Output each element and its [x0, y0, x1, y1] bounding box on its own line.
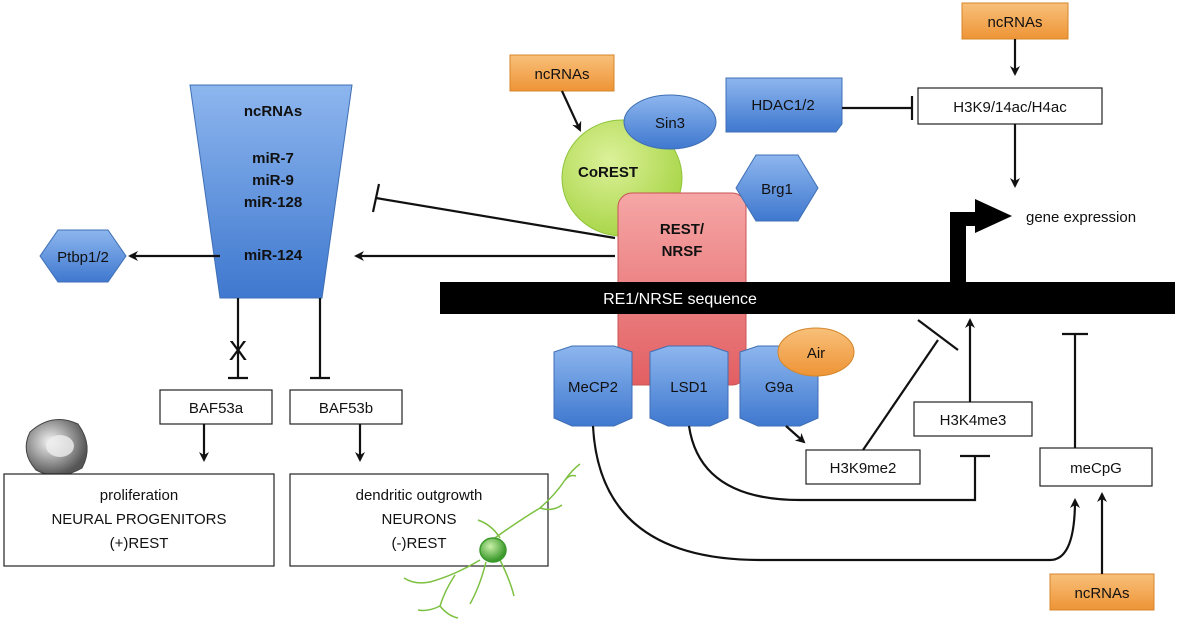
- rest-label-line-1: REST/: [660, 221, 705, 238]
- mir-7-label: miR-7: [252, 150, 294, 167]
- ncrna-top-label: ncRNAs: [987, 14, 1042, 31]
- g9a-label: G9a: [765, 379, 794, 396]
- baf53b-box: BAF53b: [289, 389, 403, 425]
- mir-9-label: miR-9: [252, 172, 294, 189]
- mir-128-label: miR-128: [244, 194, 302, 211]
- mir-124-label: miR-124: [244, 247, 303, 264]
- inhibit-h3k9me2-bar: [917, 319, 959, 351]
- arrow-mecp2-to-mecpg: [591, 425, 1080, 562]
- gene-expression-label: gene expression: [1026, 209, 1136, 226]
- ncrna-box-left: ncRNAs: [509, 54, 615, 92]
- h3k9me2-label: H3K9me2: [830, 460, 897, 477]
- h3k4me3-label: H3K4me3: [940, 412, 1007, 429]
- inhibit-lsd1-h3k4me3-line: [687, 425, 977, 502]
- h3k9me2-box: H3K9me2: [805, 449, 921, 485]
- mecp2-label: MeCP2: [568, 379, 618, 396]
- neurons-line-3: (-)REST: [392, 535, 447, 552]
- air-ellipse: Air: [777, 327, 855, 377]
- mecpg-box: meCpG: [1039, 447, 1153, 487]
- arrow-g9a-to-h3k9me2: [785, 425, 806, 444]
- neurons-box: dendritic outgrowth NEURONS (-)REST: [289, 473, 549, 567]
- brg1-hexagon: Brg1: [735, 154, 819, 222]
- inhibit-h3k9me2-line: [862, 339, 939, 451]
- inhibit-funnel-bar: [371, 183, 381, 213]
- inhibit-funnel-line: [375, 196, 616, 240]
- mecpg-label: meCpG: [1070, 460, 1122, 477]
- baf53a-label: BAF53a: [189, 400, 244, 417]
- lsd1-label: LSD1: [670, 379, 708, 396]
- dna-label: RE1/NRSE sequence: [603, 291, 757, 308]
- h3k9ac-label: H3K9/14ac/H4ac: [953, 99, 1067, 116]
- hdac-label: HDAC1/2: [751, 97, 814, 114]
- arrow-ncrna-to-corest: [561, 90, 582, 132]
- baf53b-label: BAF53b: [319, 400, 373, 417]
- corest-label: CoREST: [578, 164, 638, 181]
- neuron-image: [403, 463, 581, 619]
- h3k9ac-box: H3K9/14ac/H4ac: [917, 87, 1103, 125]
- ncrna-box-top: ncRNAs: [961, 2, 1069, 40]
- ncrna-bottom-label: ncRNAs: [1074, 585, 1129, 602]
- sin3-ellipse: Sin3: [623, 94, 717, 150]
- rest-label-line-2: NRSF: [662, 243, 703, 260]
- gene-expression-arrow: [950, 199, 1012, 290]
- lsd1-hexagon: LSD1: [649, 345, 729, 427]
- air-label: Air: [807, 345, 825, 362]
- progenitors-box: proliferation NEURAL PROGENITORS (+)REST: [3, 473, 275, 567]
- neurons-line-2: NEURONS: [381, 511, 456, 528]
- sin3-label: Sin3: [655, 115, 685, 132]
- ptbp-label: Ptbp1/2: [57, 249, 109, 266]
- baf53a-box: BAF53a: [159, 389, 273, 425]
- neurons-line-1: dendritic outgrowth: [356, 487, 483, 504]
- progenitors-line-3: (+)REST: [110, 535, 169, 552]
- brg1-label: Brg1: [761, 181, 793, 198]
- progenitor-cell-image: [25, 419, 88, 476]
- dna-bar: RE1/NRSE sequence: [440, 282, 1175, 314]
- h3k4me3-box: H3K4me3: [913, 401, 1033, 437]
- ncrna-left-label: ncRNAs: [534, 66, 589, 83]
- funnel-title: ncRNAs: [244, 103, 302, 120]
- ncrna-funnel: ncRNAs miR-7 miR-9 miR-128 miR-124: [189, 84, 353, 299]
- progenitors-line-1: proliferation: [100, 487, 178, 504]
- hdac-box: HDAC1/2: [725, 77, 843, 133]
- progenitors-line-2: NEURAL PROGENITORS: [51, 511, 226, 528]
- x-mark: X: [229, 335, 248, 366]
- ncrna-box-bottom: ncRNAs: [1049, 573, 1155, 611]
- mecp2-hexagon: MeCP2: [553, 345, 633, 427]
- ptbp-hexagon: Ptbp1/2: [39, 229, 127, 283]
